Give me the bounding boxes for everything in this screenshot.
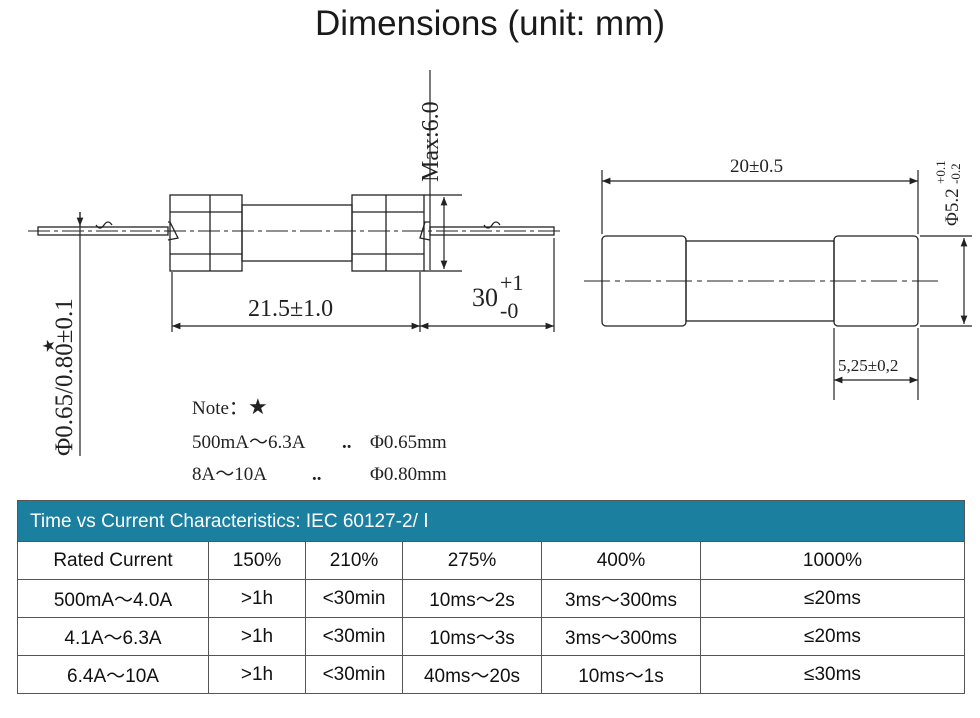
note-value: Φ0.80mm <box>370 464 447 485</box>
body-length-label: 21.5±1.0 <box>248 296 333 322</box>
table-cell: >1h <box>208 617 306 656</box>
table-cell: 3ms～300ms <box>541 579 701 618</box>
overall-length-label: 20±0.5 <box>730 156 783 177</box>
table-cell: ≤20ms <box>700 617 965 656</box>
table-row: 500mA～4.0A >1h <30min 10ms～2s 3ms～300ms … <box>17 579 965 618</box>
table-cell: 4.1A～6.3A <box>17 617 209 656</box>
header-150: 150% <box>208 541 306 580</box>
left-lead-crimp <box>167 221 179 241</box>
table-header-row: Rated Current 150% 210% 275% 400% 1000% <box>17 541 965 580</box>
table-cell: <30min <box>305 579 403 618</box>
lead-diameter-label: Φ0.65/0.80±0.1 <box>51 298 78 456</box>
note-dots: .. <box>342 432 352 453</box>
body-length-dimension <box>171 238 555 332</box>
fuse-without-leads <box>584 235 940 327</box>
table-cell: 40ms～20s <box>402 655 542 694</box>
lead-diameter-star: ★ <box>41 339 58 353</box>
table-row: 6.4A～10A >1h <30min 40ms～20s 10ms～1s ≤30… <box>17 655 965 694</box>
right-lead-crimp <box>419 221 431 241</box>
right-break-mark <box>483 221 501 229</box>
lead-length-plus-tolerance: +1 <box>500 270 523 295</box>
table-row: 4.1A～6.3A >1h <30min 10ms～3s 3ms～300ms ≤… <box>17 617 965 656</box>
note-dots: .. <box>312 464 322 485</box>
diameter-dimension <box>920 235 972 327</box>
note-range: 500mA～6.3A <box>192 432 306 453</box>
glass-tube <box>241 204 353 262</box>
table-cell: ≤20ms <box>700 579 965 618</box>
table-cell: 10ms～1s <box>541 655 701 694</box>
header-rated-current: Rated Current <box>17 541 209 580</box>
overall-length-dimension <box>601 170 919 234</box>
note-value: Φ0.65mm <box>370 432 447 453</box>
note-label: Note： <box>192 398 248 419</box>
header-1000: 1000% <box>700 541 965 580</box>
left-end-cap <box>169 194 243 272</box>
table-cell: 10ms～2s <box>402 579 542 618</box>
height-dimension <box>424 70 462 272</box>
diameter-label: Φ5.2 <box>942 188 963 226</box>
table-cell: 500mA～4.0A <box>17 579 209 618</box>
fuse-with-leads <box>28 194 560 272</box>
right-end-cap <box>351 194 425 272</box>
header-400: 400% <box>541 541 701 580</box>
note-heading: Note：★ <box>192 393 268 420</box>
cap-length-label: 5,25±0,2 <box>838 356 898 375</box>
note-line-large-rating: 8A～10A.. Φ0.80mm <box>192 459 447 486</box>
note-range: 8A～10A <box>192 464 267 485</box>
table-cell: <30min <box>305 655 403 694</box>
table-cell: 3ms～300ms <box>541 617 701 656</box>
table-cell: <30min <box>305 617 403 656</box>
cap-length-dimension <box>833 328 919 400</box>
table-cell: ≤30ms <box>700 655 965 694</box>
table-cell: 6.4A～10A <box>17 655 209 694</box>
table-banner: Time vs Current Characteristics: IEC 601… <box>17 500 965 542</box>
note-star: ★ <box>247 394 268 419</box>
dimension-drawing: Max:6.0 21.5±1.0 30 +1 -0 Φ0.65/0.80±0.1… <box>28 70 972 456</box>
lead-length-label: 30 <box>472 283 498 312</box>
table-cell: 10ms～3s <box>402 617 542 656</box>
table-cell: >1h <box>208 579 306 618</box>
diameter-plus-tolerance: +0.1 <box>933 160 948 184</box>
left-break-mark <box>95 221 113 229</box>
header-275: 275% <box>402 541 542 580</box>
table-cell: >1h <box>208 655 306 694</box>
header-210: 210% <box>305 541 403 580</box>
diameter-minus-tolerance: -0.2 <box>948 163 963 184</box>
page-title: Dimensions (unit: mm) <box>314 4 666 43</box>
lead-length-minus-tolerance: -0 <box>500 298 518 323</box>
time-current-table: Time vs Current Characteristics: IEC 601… <box>17 500 965 694</box>
note-line-small-rating: 500mA～6.3A.. Φ0.65mm <box>192 427 447 454</box>
height-label: Max:6.0 <box>418 101 444 182</box>
